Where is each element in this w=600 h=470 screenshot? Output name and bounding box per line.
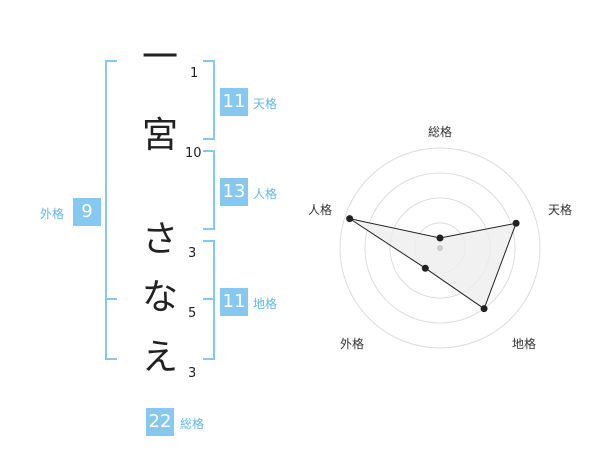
radar-ring [364,172,516,324]
gaikaku-bracket-top [105,60,117,62]
radar-axis-label-gaikaku: 外格 [340,337,365,351]
radar-point-chikaku [480,305,488,313]
jinkaku-label: 人格 [253,187,278,201]
radar-point-jinkaku [346,215,354,223]
stroke-count-4: 5 [188,306,197,321]
radar-point-gaikaku [421,264,429,272]
chikaku-label: 地格 [253,297,278,311]
radar-axis-label-soukaku: 総格 [428,125,453,139]
jinkaku-bracket-bottom [203,228,215,230]
gaikaku-value-badge: 9 [73,198,101,226]
radar-axis-label-tenkaku: 天格 [548,203,573,217]
radar-axis-label-jinkaku: 人格 [308,203,333,217]
name-char-1: 一 [142,37,179,78]
name-char-5: え [142,337,179,378]
radar-center-dot [437,245,443,251]
gaikaku-bracket [105,60,107,360]
soukaku-label: 総格 [180,417,205,431]
jinkaku-bracket-top [203,150,215,152]
chikaku-bracket [213,240,215,360]
gaikaku-bracket-mid [105,298,117,300]
name-char-3: さ [142,219,179,260]
gaikaku-label: 外格 [40,207,65,221]
stroke-count-3: 3 [188,246,197,261]
chikaku-value-badge: 11 [220,288,248,316]
soukaku-value-badge: 22 [146,408,174,436]
name-char-4: な [142,277,179,318]
chikaku-bracket-bottom [203,358,215,360]
name-char-2: 宮 [142,115,179,156]
radar-point-soukaku [436,234,444,242]
radar-axis-label-chikaku: 地格 [512,337,537,351]
stroke-count-1: 1 [190,66,199,81]
radar-ring [339,147,541,349]
jinkaku-value-badge: 13 [220,178,248,206]
tenkaku-bracket-bottom [203,138,215,140]
gaikaku-bracket-bottom [105,358,117,360]
radar-point-tenkaku [512,219,520,227]
tenkaku-value-badge: 11 [220,88,248,116]
chikaku-bracket-mid [203,298,215,300]
stroke-count-5: 3 [188,366,197,381]
jinkaku-bracket [213,150,215,230]
tenkaku-bracket [213,60,215,140]
stroke-count-2: 10 [185,146,202,161]
tenkaku-label: 天格 [253,97,278,111]
chikaku-bracket-top [203,240,215,242]
radar-series-polygon [349,218,517,310]
tenkaku-bracket-top [203,60,215,62]
